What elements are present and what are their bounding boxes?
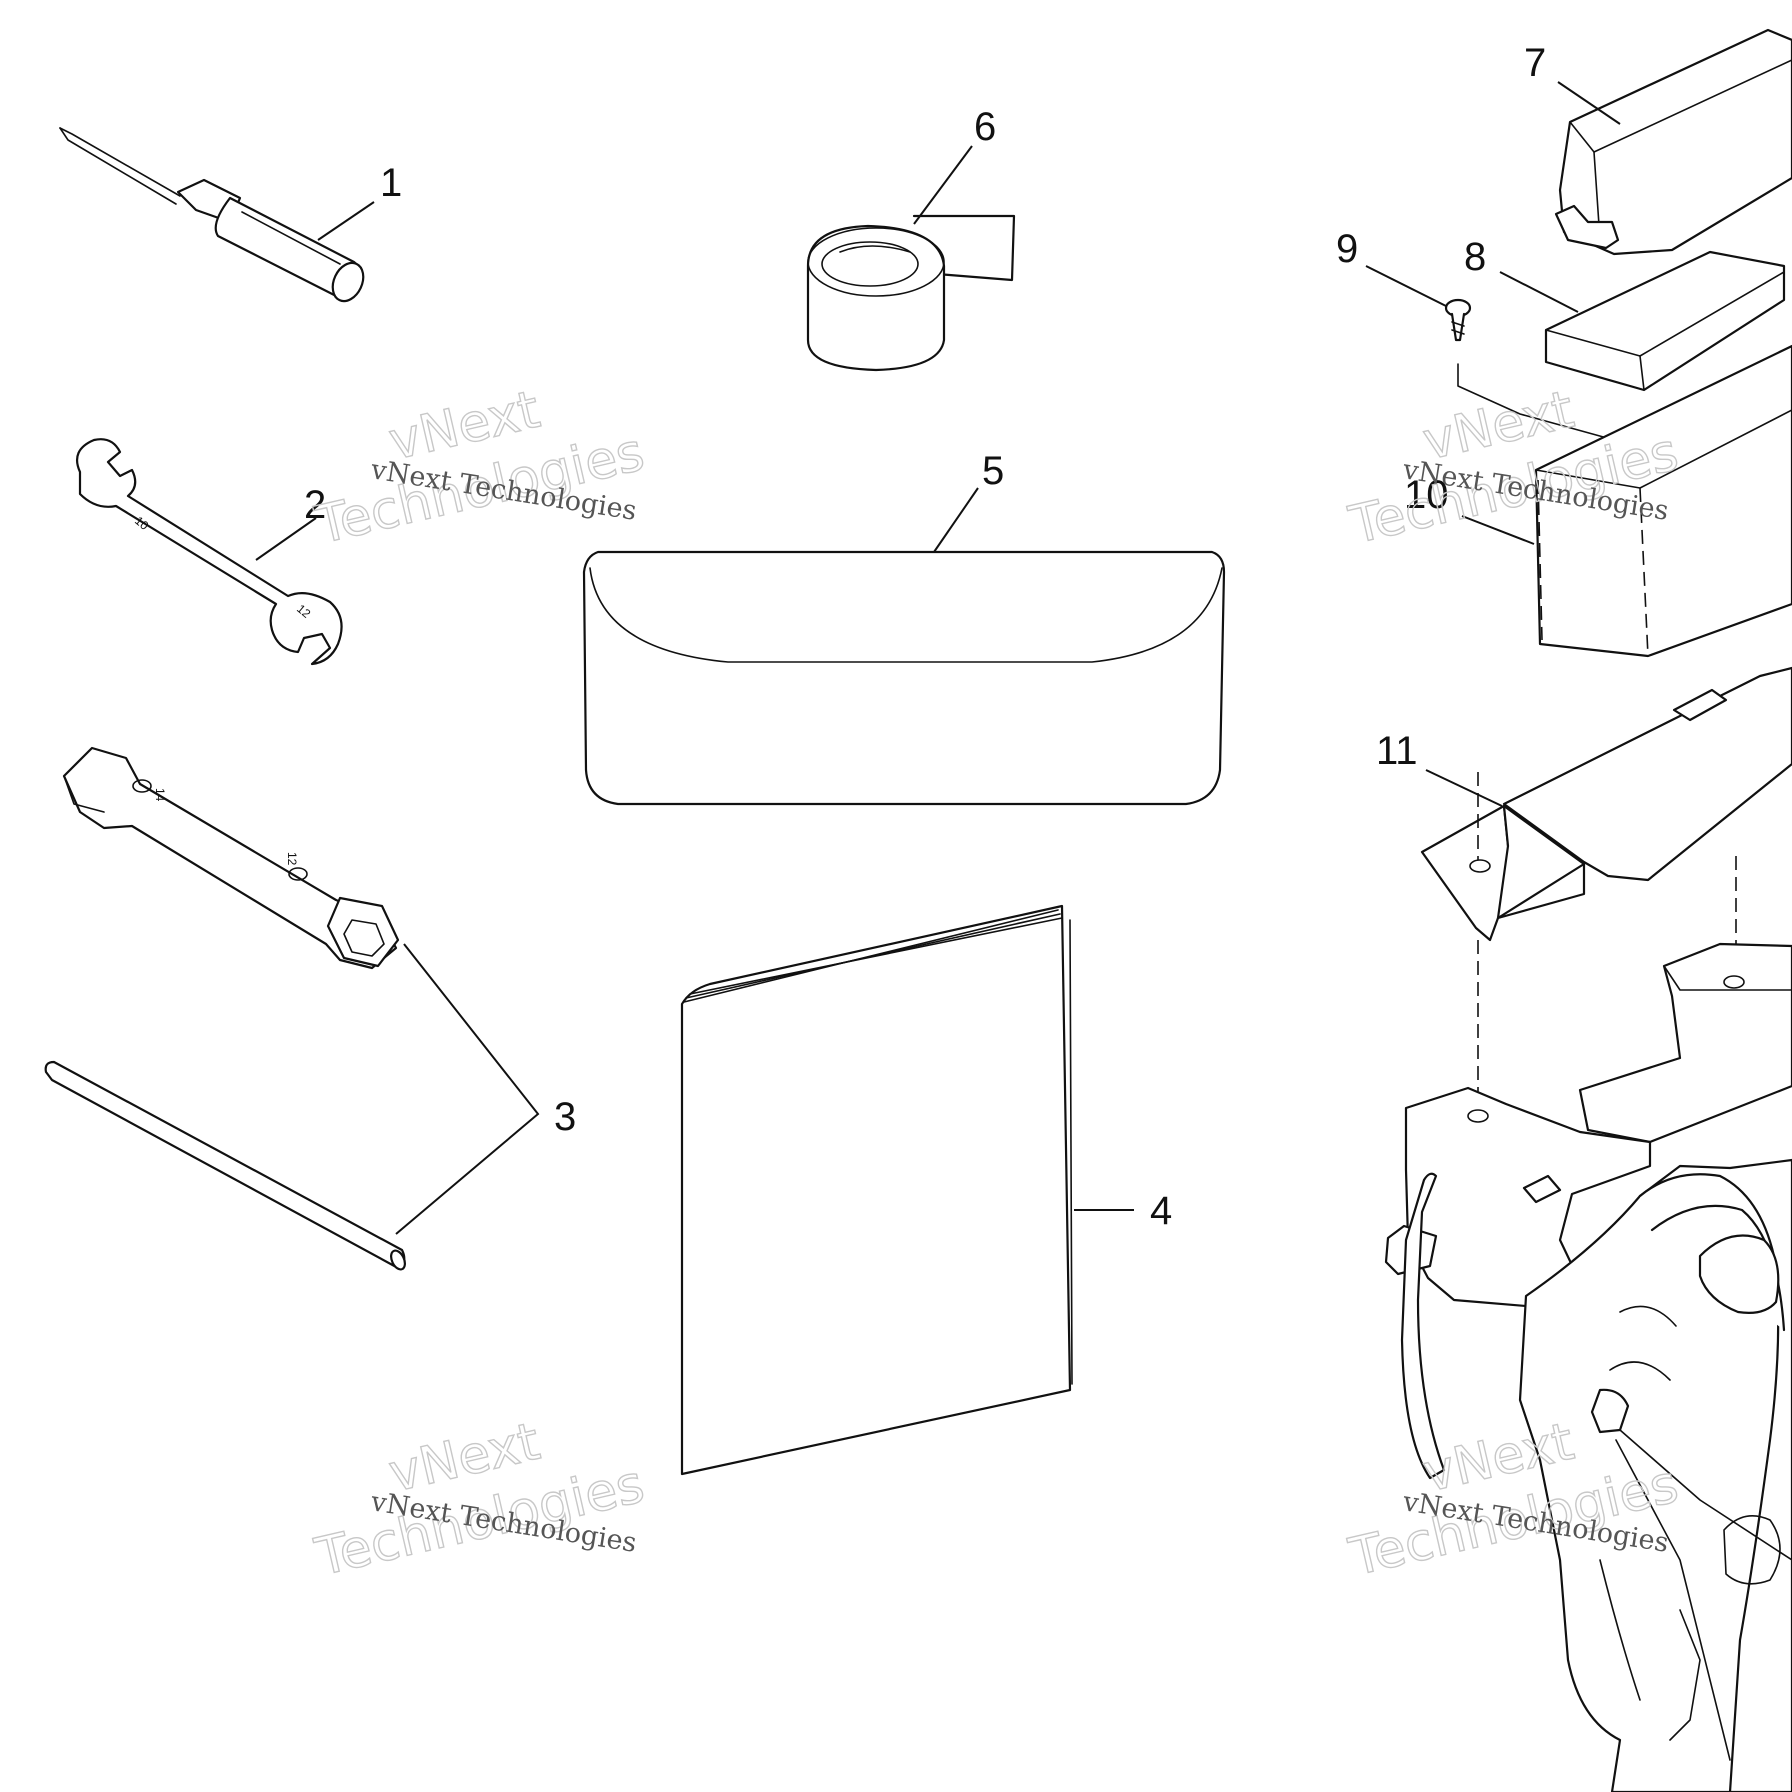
leader-line — [1461, 515, 1535, 545]
callout-9: 9 — [1336, 227, 1358, 271]
leader-line — [1499, 271, 1579, 313]
leader-line — [317, 201, 375, 241]
callout-4: 4 — [1150, 1189, 1172, 1233]
callout-10: 10 — [1404, 473, 1449, 517]
watermark: vNext Technologies — [309, 1411, 650, 1589]
leader-line — [255, 517, 317, 561]
battery-pad — [1544, 250, 1786, 392]
leader-line — [933, 487, 979, 553]
leader-line — [1365, 265, 1447, 307]
open-end-wrench: 10 12 — [76, 438, 343, 666]
leader-line — [913, 145, 973, 225]
callout-7: 7 — [1524, 41, 1546, 85]
callout-1: 1 — [380, 161, 402, 205]
leader-line — [1557, 81, 1621, 125]
airbox-housing — [1384, 942, 1792, 1792]
leader-line — [1425, 769, 1503, 807]
owners-manual — [680, 904, 1073, 1476]
leader-lines — [255, 81, 1621, 1235]
socket-wrench: 14 12 — [62, 746, 400, 970]
callout-2: 2 — [304, 483, 326, 527]
callout-11: 11 — [1376, 729, 1418, 773]
callout-5: 5 — [982, 449, 1004, 493]
battery-screw — [1444, 298, 1637, 447]
screwdriver — [59, 127, 365, 303]
mounting-bracket — [1420, 666, 1792, 1108]
socket-size-mark: 12 — [285, 852, 299, 866]
tool-pouch — [582, 550, 1226, 806]
callout-labels: 1 2 3 4 5 6 7 8 9 10 11 — [304, 41, 1546, 1233]
battery-hold-down — [1554, 28, 1792, 256]
callout-8: 8 — [1464, 235, 1486, 279]
socket-size-mark: 14 — [153, 788, 167, 802]
tommy-bar — [44, 1060, 406, 1271]
watermark: vNext Technologies — [309, 379, 650, 557]
callout-6: 6 — [974, 105, 996, 149]
callout-3: 3 — [554, 1095, 576, 1139]
battery-box — [1534, 344, 1792, 658]
strap-roll — [806, 214, 1016, 372]
leader-line — [395, 943, 540, 1235]
